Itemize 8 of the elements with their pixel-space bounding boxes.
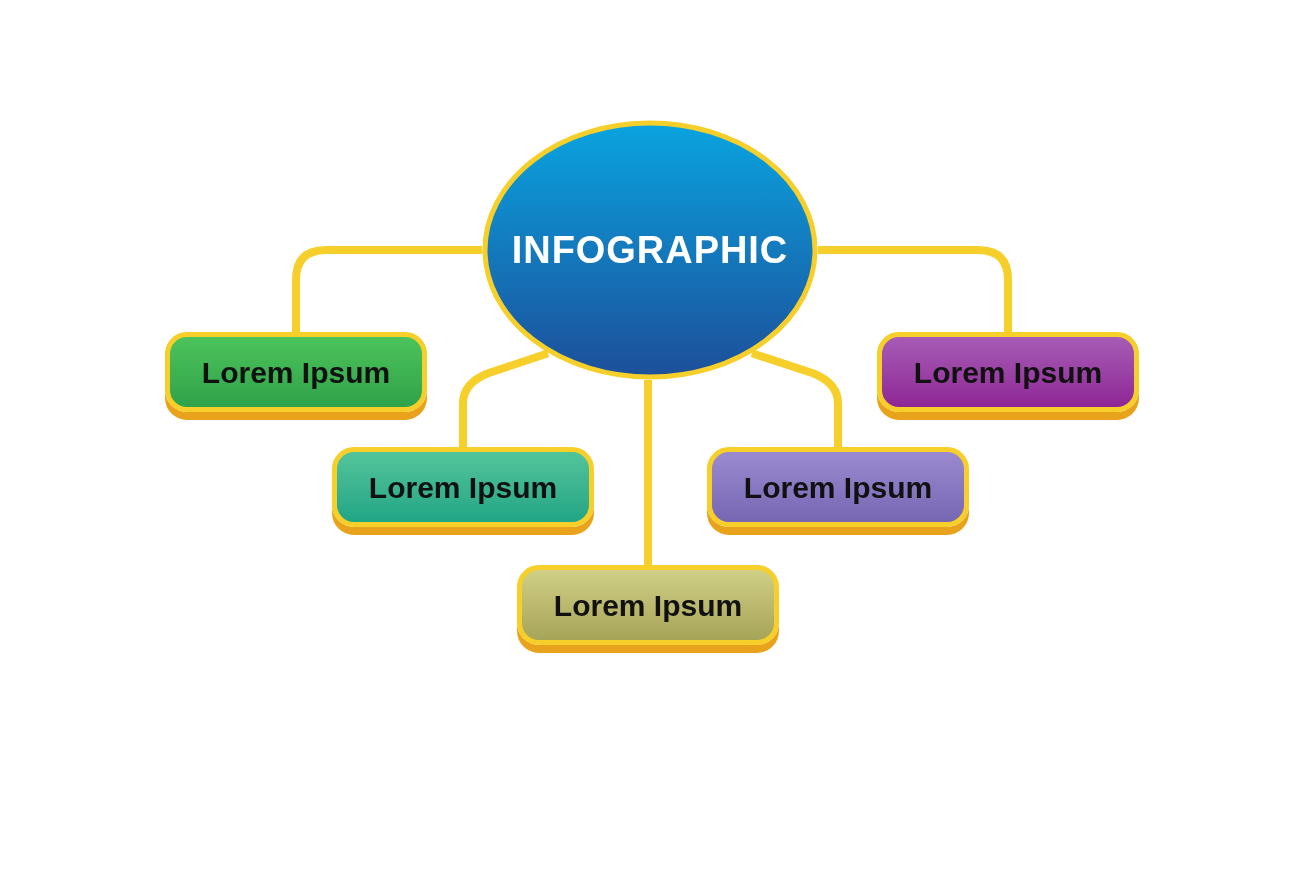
hub-title: INFOGRAPHIC (511, 227, 789, 273)
banner-label: Lorem Ipsum (743, 469, 933, 506)
banner-label: Lorem Ipsum (913, 354, 1103, 391)
banner-label: Lorem Ipsum (368, 469, 558, 506)
banner-label: Lorem Ipsum (553, 587, 743, 624)
connector-line (750, 349, 842, 447)
banner-label: Lorem Ipsum (201, 354, 391, 391)
connector-line (459, 349, 550, 447)
